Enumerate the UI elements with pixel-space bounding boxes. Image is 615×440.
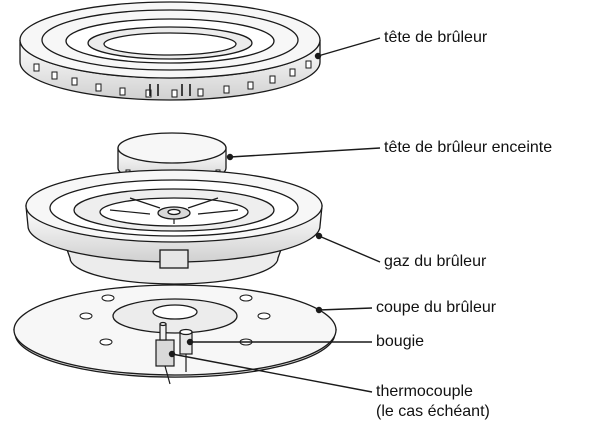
leader-dot-burner-head-enclosed bbox=[226, 153, 234, 161]
spark-plug-part bbox=[179, 328, 193, 372]
label-thermocouple-line2: (le cas échéant) bbox=[376, 403, 490, 420]
label-thermocouple: thermocouple (le cas échéant) bbox=[376, 382, 490, 422]
label-burner-gas: gaz du brûleur bbox=[384, 253, 487, 270]
leader-dot-spark-plug bbox=[186, 338, 194, 346]
leader-dot-burner-head bbox=[314, 52, 322, 60]
label-burner-head-enclosed: tête de brûleur enceinte bbox=[384, 139, 553, 156]
burner-gas-part bbox=[25, 169, 323, 285]
burner-cup-part bbox=[13, 284, 337, 378]
leader-burner-head-enclosed bbox=[229, 147, 381, 158]
leader-burner-head bbox=[317, 37, 381, 57]
leader-lines bbox=[168, 37, 381, 393]
leader-thermocouple bbox=[171, 353, 373, 393]
burner-head-part bbox=[19, 1, 321, 101]
leader-burner-cup bbox=[318, 307, 373, 311]
label-thermocouple-line1: thermocouple bbox=[376, 383, 473, 400]
leader-dot-burner-gas bbox=[315, 232, 323, 240]
leader-dot-burner-cup bbox=[315, 306, 323, 314]
label-burner-cup: coupe du brûleur bbox=[376, 299, 497, 316]
leader-burner-gas bbox=[318, 235, 381, 263]
thermocouple-part bbox=[155, 321, 175, 385]
leader-dot-thermocouple bbox=[168, 350, 176, 358]
label-spark-plug: bougie bbox=[376, 333, 425, 350]
label-burner-head: tête de brûleur bbox=[384, 29, 488, 46]
